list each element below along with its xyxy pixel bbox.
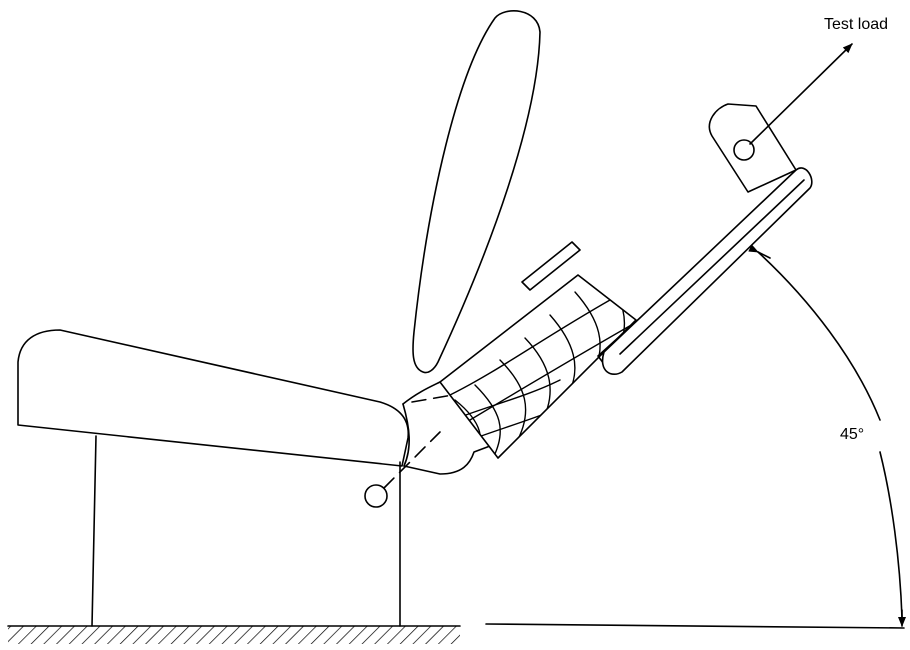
test-load-arrow (749, 43, 853, 145)
seat-cushion (17, 329, 409, 467)
test-load-label: Test load (824, 16, 889, 33)
angle-label: 45° (840, 426, 865, 443)
hinge-outline-bottom (403, 445, 491, 475)
seat-back (412, 10, 541, 374)
hinge-outline-left (402, 403, 410, 467)
strap-clamp-top (521, 241, 581, 291)
ground-hatch (8, 626, 460, 644)
seat-leg-front (91, 435, 97, 627)
angle-arc-lower (879, 451, 903, 619)
load-pin (733, 139, 755, 161)
load-bracket (708, 103, 797, 193)
pivot-pin (364, 484, 388, 508)
hinge-outline-top (402, 381, 441, 405)
loading-bar-inner-line (619, 179, 805, 355)
angle-baseline (485, 623, 905, 629)
angle-arc-upper (757, 251, 881, 421)
pivot-guide-lower (383, 431, 441, 489)
strap-body (439, 274, 637, 459)
angle-arrow-top (748, 244, 771, 259)
